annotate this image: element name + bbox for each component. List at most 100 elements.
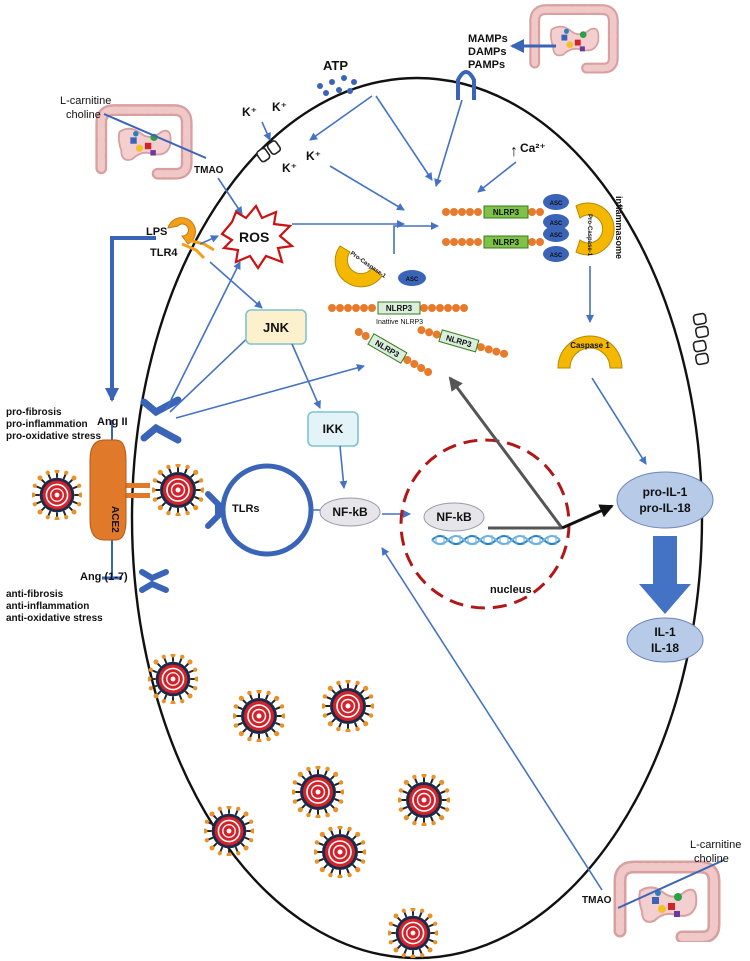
assembly-arrow xyxy=(393,222,439,254)
nfkb-cyto-label: NF-kB xyxy=(332,505,368,519)
choline-bottom-label: choline xyxy=(694,853,729,865)
ace2-label: ACE2 xyxy=(109,506,120,533)
tlr4-label: TLR4 xyxy=(150,247,178,259)
ang17-label: Ang (1-7) xyxy=(80,571,128,583)
lps-molecule xyxy=(167,217,197,245)
nucleus-to-proil-arrow xyxy=(561,504,614,530)
processing-arrow xyxy=(639,536,691,614)
tlr4-to-jnk-arrow xyxy=(209,261,263,309)
asc-label-2: ASC xyxy=(550,221,563,227)
tmao-top-label: TMAO xyxy=(194,165,224,176)
angii-to-nlrp3-arrow xyxy=(175,364,365,419)
asc-label-1: ASC xyxy=(550,201,563,207)
ikk-box xyxy=(307,411,359,447)
gut-top-slash xyxy=(103,113,207,159)
nucleus-membrane xyxy=(399,438,571,610)
jnk-to-ikk-arrow xyxy=(291,343,321,409)
ikk-label: IKK xyxy=(323,422,344,436)
k-efflux-arrow xyxy=(261,121,271,141)
ion-channel-icon xyxy=(254,138,283,164)
pamps-to-inflammasome-arrow xyxy=(434,99,463,187)
choline-top-label: choline xyxy=(66,109,101,121)
virus-particle-icon xyxy=(148,654,198,704)
asc-label-3: ASC xyxy=(550,233,563,239)
tmao-bottom-label: TMAO xyxy=(582,895,612,906)
dna-helix-icon xyxy=(431,535,561,545)
caspase1 xyxy=(557,335,623,369)
anti-oxidative-label: anti-oxidative stress xyxy=(6,613,103,624)
mamps-label: MAMPs xyxy=(468,33,508,45)
nfkb-cytoplasm xyxy=(319,497,381,527)
virus-particle-icon xyxy=(322,680,374,732)
lcarnitine-bottom-label: L-carnitine xyxy=(690,839,741,851)
nfkb-nucleus xyxy=(423,502,485,532)
jnk-box xyxy=(245,309,307,345)
il1-label: IL-1 xyxy=(654,625,676,639)
k-ion-label-4: K⁺ xyxy=(282,161,297,175)
lps-label: LPS xyxy=(146,226,167,238)
ion-channel-icon xyxy=(692,312,710,339)
ion-channel-icon xyxy=(692,339,710,366)
tmao-to-ros-arrow xyxy=(217,177,243,215)
ros-label: ROS xyxy=(239,229,269,245)
pro-il18-label: pro-IL-18 xyxy=(639,501,691,515)
tlr4-receptor xyxy=(181,238,215,260)
gut-microbiota-icon xyxy=(101,110,186,174)
caspase1-label: Caspase 1 xyxy=(570,341,610,350)
ca-to-inflammasome-arrow xyxy=(477,161,517,193)
pro-il1-label: pro-IL-1 xyxy=(643,485,688,499)
lcarnitine-top-label: L-carnitine xyxy=(60,95,111,107)
lps-to-angii-line xyxy=(105,236,156,402)
ros-burst xyxy=(220,204,295,270)
inactive-nlrp3-1 xyxy=(328,301,468,315)
pro-il-ellipse xyxy=(616,471,714,529)
ikk-to-nfkb-arrow xyxy=(339,445,348,489)
gut-microbiota-icon xyxy=(620,867,714,937)
pro-caspase-inactive xyxy=(334,245,383,288)
k-ion-label-1: K⁺ xyxy=(242,105,257,119)
atp-to-inflammasome-arrow xyxy=(375,95,433,181)
jnk-label: JNK xyxy=(263,320,290,335)
gut-microbiota-icon xyxy=(535,10,614,69)
virus-particle-icon xyxy=(152,464,204,516)
k-ion-label-2: K⁺ xyxy=(272,100,287,114)
asc-inactive-label: ASC xyxy=(406,277,419,283)
nucleus-label: nucleus xyxy=(490,584,532,596)
tlrs-label: TLRs xyxy=(232,503,260,515)
ang-ii-receptor xyxy=(140,396,182,444)
pamps-receptor xyxy=(456,70,476,100)
ang-ii-label: Ang II xyxy=(97,416,128,428)
atp-to-k-arrow xyxy=(309,95,373,141)
tlrs-receptor xyxy=(205,491,221,529)
calcium-label: Ca²⁺ xyxy=(520,141,546,155)
tlrs-vesicle xyxy=(220,463,314,557)
angii-to-jnk-arrow xyxy=(169,329,257,413)
nucleus-to-nlrp3-arrow xyxy=(448,376,564,529)
pro-fibrosis-label: pro-fibrosis xyxy=(6,407,62,418)
k-to-inflammasome-arrow xyxy=(329,165,405,211)
procaspase-label: Pro-Caspase-1 xyxy=(586,214,592,257)
virus-particle-icon xyxy=(388,908,438,958)
gut-bottom-slash xyxy=(617,859,725,909)
anti-inflammation-label: anti-inflammation xyxy=(6,601,89,612)
asc-label-4: ASC xyxy=(550,253,563,259)
ang17-receptor xyxy=(139,569,169,593)
virus-particle-icon xyxy=(204,806,254,856)
inflammasome-label: inflammasome xyxy=(614,196,624,259)
k-ion-label-3: K⁺ xyxy=(306,149,321,163)
caspase-to-proil-arrow xyxy=(591,377,647,465)
nlrp3-active-label-2: NLRP3 xyxy=(493,238,520,247)
il18-label: IL-18 xyxy=(651,641,679,655)
inactive-nlrp3-caption: Inattive NLRP3 xyxy=(376,319,423,326)
nlrp3-active-label-1: NLRP3 xyxy=(493,208,520,217)
atp-label: ATP xyxy=(323,58,348,73)
active-inflammasome xyxy=(442,194,615,262)
asc-inactive xyxy=(398,270,426,286)
anti-fibrosis-label: anti-fibrosis xyxy=(6,589,64,600)
tmao-to-nfkb-arrow xyxy=(381,547,603,891)
virus-particle-icon xyxy=(292,766,344,818)
nlrp3-inactive-label-1: NLRP3 xyxy=(386,304,413,313)
virus-particle-icon xyxy=(32,470,82,520)
angii-to-ros-arrow xyxy=(165,261,241,411)
